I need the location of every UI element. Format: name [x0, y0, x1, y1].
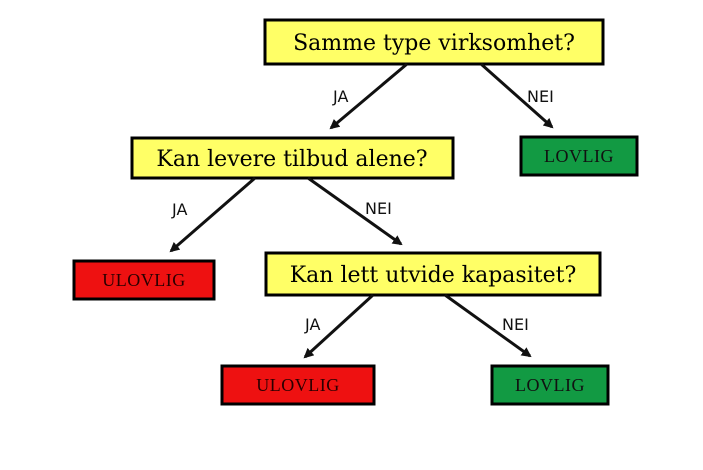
edge-label-ja: JA: [332, 87, 348, 106]
question-box-fill: [130, 136, 455, 180]
result-box-fill: [490, 364, 610, 406]
question-box-can-expand-capacity: Kan lett utvide kapasitet?: [264, 251, 602, 297]
edge-arrow: [444, 293, 532, 358]
question-text-can-expand-capacity: Kan lett utvide kapasitet?: [290, 263, 576, 288]
edge-q3-ja: JA: [303, 293, 375, 359]
result-text-legal: LOVLIG: [515, 375, 585, 395]
edge-arrow: [303, 293, 375, 359]
edge-label-ja: JA: [171, 200, 187, 219]
edge-arrow: [169, 176, 256, 253]
result-text-illegal: ULOVLIG: [102, 270, 185, 290]
edge-label-nei: NEI: [502, 315, 529, 334]
question-box-fill: [264, 251, 602, 297]
edge-q3-nei: NEI: [444, 293, 532, 358]
edge-q1-nei: NEI: [480, 62, 554, 129]
result-box-fill: [72, 259, 216, 301]
edge-q1-ja: JA: [329, 62, 408, 130]
edge-arrow: [480, 62, 554, 129]
edge-arrow: [329, 62, 408, 130]
edge-label-ja: JA: [304, 315, 320, 334]
edge-label-nei: NEI: [365, 199, 392, 218]
result-box-illegal-can-expand: ULOVLIG: [220, 364, 376, 406]
question-box-same-business-type: Samme type virksomhet?: [263, 18, 605, 66]
result-box-fill: [220, 364, 376, 406]
edge-arrow: [307, 176, 403, 246]
question-box-can-bid-alone: Kan levere tilbud alene?: [130, 136, 455, 180]
result-box-illegal-can-bid-alone: ULOVLIG: [72, 259, 216, 301]
edge-q2-nei: NEI: [307, 176, 403, 246]
edge-label-nei: NEI: [527, 87, 554, 106]
question-text-can-bid-alone: Kan levere tilbud alene?: [156, 147, 427, 172]
result-box-legal-not-same-type: LOVLIG: [519, 135, 639, 177]
result-box-fill: [519, 135, 639, 177]
edge-q2-ja: JA: [169, 176, 256, 253]
result-text-legal: LOVLIG: [544, 146, 614, 166]
question-box-fill: [263, 18, 605, 66]
question-text-same-business-type: Samme type virksomhet?: [293, 31, 575, 56]
result-text-illegal: ULOVLIG: [256, 375, 339, 395]
result-box-legal-cannot-expand: LOVLIG: [490, 364, 610, 406]
